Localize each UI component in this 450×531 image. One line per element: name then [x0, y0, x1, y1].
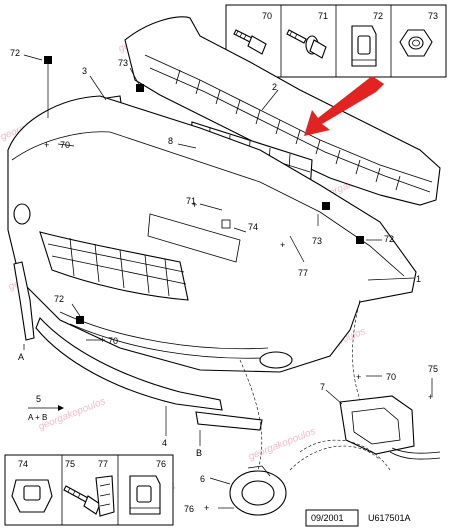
clip-nut-icon [129, 475, 161, 515]
plus-marker: + [192, 200, 197, 210]
callout-72: 72 [10, 48, 20, 58]
nut-marker [322, 202, 330, 210]
lower-spoiler-part-4 [35, 316, 223, 411]
fog-recess-left [13, 203, 31, 225]
inset-label: 73 [428, 11, 438, 21]
clip-marker [356, 236, 364, 244]
pointer-arrow [304, 76, 384, 136]
callout-labels: 72 70 3 73 2 8 71 74 77 73 72 1 72 70 A … [10, 48, 438, 514]
callout-2: 2 [272, 82, 277, 92]
callout-1: 1 [416, 274, 421, 284]
clip-icon [11, 479, 53, 513]
watermark: georgakopoulos [247, 426, 317, 463]
date-box [305, 509, 359, 527]
clip-marker [221, 219, 231, 229]
callout-8: 8 [168, 136, 173, 146]
callout-70: 70 [108, 336, 118, 346]
plus-marker: + [280, 240, 285, 250]
inset-label: 75 [65, 459, 75, 469]
callout-70: 70 [60, 140, 70, 150]
fastener-markers: + + + + + + + [44, 56, 433, 513]
fog-lamp-bracket-part-7 [339, 395, 441, 460]
clip-nut-icon [351, 25, 377, 67]
callout-72: 72 [54, 294, 64, 304]
plus-marker: + [356, 372, 361, 382]
assembly-guides [239, 299, 391, 471]
callout-70: 70 [386, 372, 396, 382]
callout-75: 75 [428, 364, 438, 374]
plus-marker: + [204, 503, 209, 513]
callout-5-ab: A + B [28, 413, 47, 422]
clip-marker [44, 56, 52, 64]
inset-label: 77 [98, 459, 108, 469]
callout-74: 74 [248, 222, 258, 232]
callout-5: 5 [36, 394, 41, 404]
inset-label: 76 [156, 459, 166, 469]
screw-washer-icon [286, 29, 327, 59]
spring-clip-icon [95, 475, 115, 517]
clip-marker [76, 316, 84, 324]
fog-lamp-bezel-part-6 [229, 465, 287, 516]
bottom-fastener-inset: 74 75 77 76 [4, 454, 174, 526]
callout-77: 77 [298, 268, 308, 278]
plus-marker: + [100, 335, 105, 345]
grille-slats [47, 237, 187, 297]
inset-label: 74 [18, 459, 28, 469]
callout-4: 4 [162, 438, 167, 448]
screw-icon [233, 29, 267, 55]
footer: 09/2001 U617501A [305, 509, 411, 527]
inset-label: 70 [262, 11, 272, 21]
callout-72: 72 [384, 234, 394, 244]
nut-marker [136, 84, 144, 92]
callout-7: 7 [320, 382, 325, 392]
beam-ribs [175, 69, 401, 191]
hex-nut-icon [399, 29, 433, 57]
screw-icon [63, 485, 101, 515]
inset-label: 71 [318, 11, 328, 21]
revision-date: 09/2001 [311, 513, 344, 523]
callout-76: 76 [184, 504, 194, 514]
side-strip-a [13, 261, 35, 341]
inset-label: 72 [373, 11, 383, 21]
fog-recess-right [259, 351, 293, 369]
plus-marker: + [428, 392, 433, 402]
lower-grille-opening [39, 231, 189, 301]
side-strip-b [195, 411, 263, 431]
callout-a: A [18, 352, 24, 362]
leader-lines [23, 54, 433, 509]
callout-73: 73 [118, 58, 128, 68]
callout-3: 3 [82, 66, 87, 76]
callout-6: 6 [200, 474, 205, 484]
bumper-cover-part-1 [7, 95, 417, 373]
watermark: georgakopoulos [37, 396, 107, 433]
callout-71: 71 [186, 196, 196, 206]
callout-b: B [196, 448, 202, 458]
callout-73: 73 [312, 236, 322, 246]
plus-marker: + [44, 140, 49, 150]
top-fastener-inset: 70 71 72 73 [225, 4, 447, 78]
diagram-code: U617501A [368, 513, 411, 523]
